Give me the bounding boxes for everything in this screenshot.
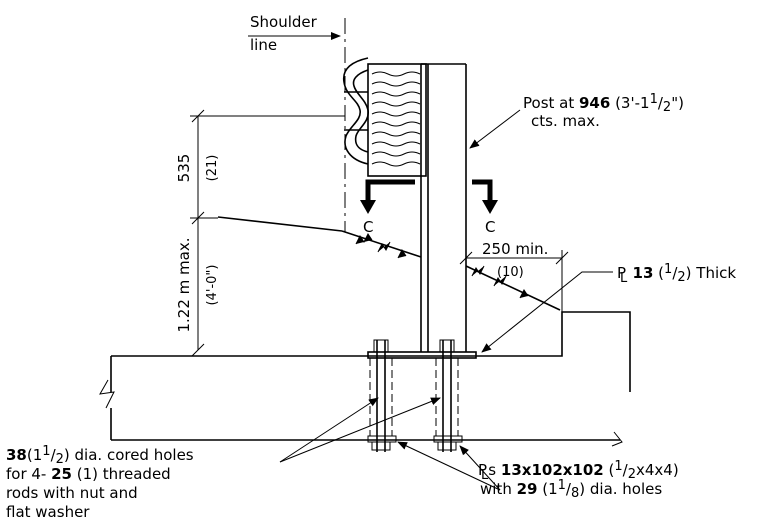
steel-post (420, 63, 467, 352)
dimension-250 (459, 250, 569, 312)
concrete-footing (99, 311, 631, 447)
holes-label-line1: 38(11/2) dia. cored holes (6, 444, 194, 467)
anchor-rod-left (367, 339, 397, 452)
plate-thick-leader (481, 271, 613, 353)
holes-label-line3: rods with nut and (6, 484, 138, 502)
post-spacing-label-line1: Post at 946 (3'-11/2") (523, 92, 684, 115)
section-cut-right (472, 179, 498, 214)
dim-250-label: 250 min. (482, 240, 548, 258)
plates-label-line2: with 29 (11/8) dia. holes (480, 478, 662, 501)
plates-label-line1: PLs 13x102x102 (1/2x4x4) (478, 459, 679, 483)
shoulder-label-line2: line (250, 36, 277, 54)
shoulder-line (248, 18, 346, 232)
dim-122-label: 1.22 m max. (175, 238, 193, 333)
plate-thick-label: PL 13 (1/2) Thick (617, 262, 736, 286)
post-leader (469, 109, 521, 149)
dim-21-label: (21) (205, 155, 220, 182)
dim-535-label: 535 (175, 154, 193, 183)
holes-label-line4: flat washer (6, 503, 90, 521)
wood-grain (371, 71, 421, 167)
post-spacing-label-line2: cts. max. (531, 112, 600, 130)
plates-leaders (397, 441, 501, 491)
dim-10-label: (10) (497, 265, 524, 280)
wood-blockout (367, 63, 427, 177)
ground-hatch (355, 233, 529, 299)
holes-label-line2: for 4- 25 (1) threaded (6, 465, 171, 483)
dimension-535 (190, 109, 345, 357)
dim-4ft-label: (4'-0") (205, 265, 220, 306)
holes-leaders (279, 397, 441, 463)
shoulder-label-line1: Shoulder (250, 13, 318, 31)
section-label-left: C (363, 218, 373, 236)
section-label-right: C (485, 218, 495, 236)
ground-slope (217, 216, 561, 311)
section-cut-left (360, 179, 415, 214)
base-plate (367, 351, 477, 359)
anchor-rod-right (433, 339, 463, 452)
w-beam-rail (342, 57, 369, 165)
